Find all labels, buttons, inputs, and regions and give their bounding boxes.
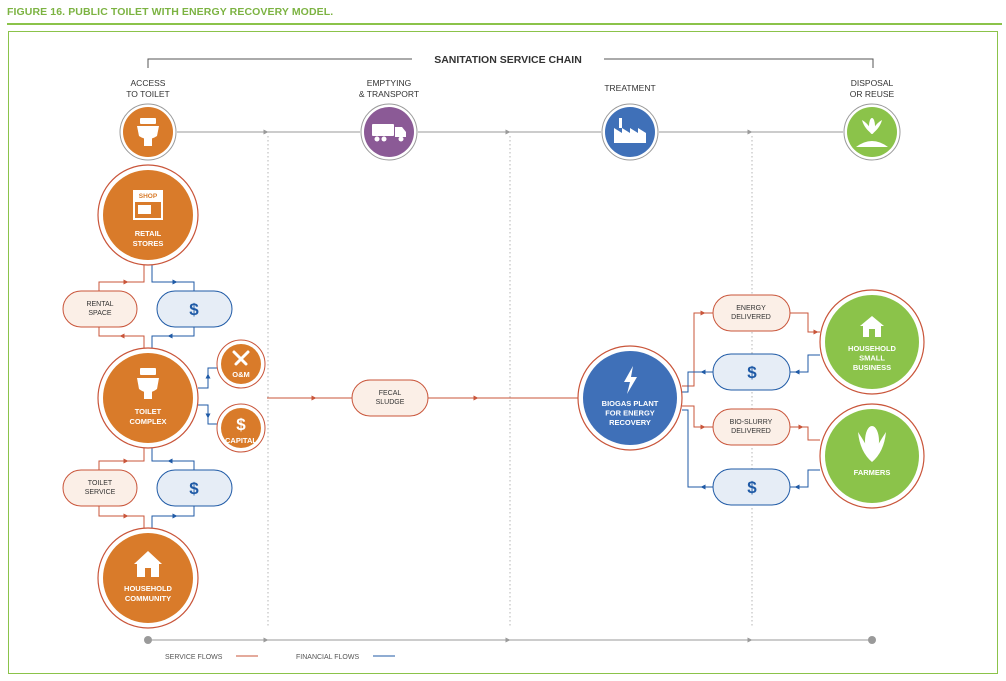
dollar-icon: $ [189, 479, 199, 498]
stage-icon-truck [360, 103, 418, 161]
node-om: O&M [216, 339, 266, 389]
money-pill-energy: $ [712, 353, 791, 391]
svg-text:CAPITAL: CAPITAL [225, 436, 257, 445]
stage-icon-plant [843, 103, 901, 161]
shop-icon: SHOP [133, 190, 163, 220]
svg-text:SHOP: SHOP [139, 193, 158, 200]
factory-icon [614, 118, 646, 143]
truck-icon [372, 124, 406, 142]
legend-service-label: SERVICE FLOWS [165, 654, 223, 661]
stage-icon-toilet [119, 103, 177, 161]
money-pill-slurry: $ [712, 468, 791, 506]
legend: SERVICE FLOWS FINANCIAL FLOWS [165, 654, 395, 661]
figure-title: FIGURE 16. PUBLIC TOILET WITH ENERGY REC… [7, 6, 334, 18]
lightning-icon [624, 366, 637, 394]
toilet-icon [137, 118, 159, 146]
legend-financial-label: FINANCIAL FLOWS [296, 654, 359, 661]
dollar-icon: $ [236, 415, 246, 434]
money-pill-retail: $ [156, 290, 233, 328]
tools-icon [232, 350, 250, 366]
om-capital-flows [198, 367, 218, 425]
bottom-chain-line [144, 636, 876, 644]
stage-icon-factory [601, 103, 659, 161]
plant-icon [856, 118, 888, 147]
svg-text:O&M: O&M [232, 370, 250, 379]
toilet-icon [137, 368, 159, 399]
house-icon [860, 316, 884, 337]
corn-icon [858, 426, 886, 462]
node-capital: $ CAPITAL [216, 403, 266, 453]
dollar-icon: $ [747, 478, 757, 497]
house-icon [134, 551, 162, 577]
dollar-icon: $ [189, 300, 199, 319]
money-pill-household: $ [156, 469, 233, 507]
dollar-icon: $ [747, 363, 757, 382]
stage-emptying-label: EMPTYING& TRANSPORT [359, 78, 419, 99]
biogas-output-flows [682, 310, 820, 490]
figure-frame [8, 31, 998, 674]
svg-text:FARMERS: FARMERS [854, 468, 891, 477]
retail-flows [98, 260, 195, 350]
title-rule [7, 23, 1002, 25]
household-flows [98, 447, 195, 528]
chain-title-bracket: SANITATION SERVICE CHAIN [147, 54, 874, 68]
node-farmers: FARMERS [819, 403, 925, 509]
chain-title: SANITATION SERVICE CHAIN [434, 54, 582, 66]
stage-treatment-label: TREATMENT [604, 83, 655, 93]
